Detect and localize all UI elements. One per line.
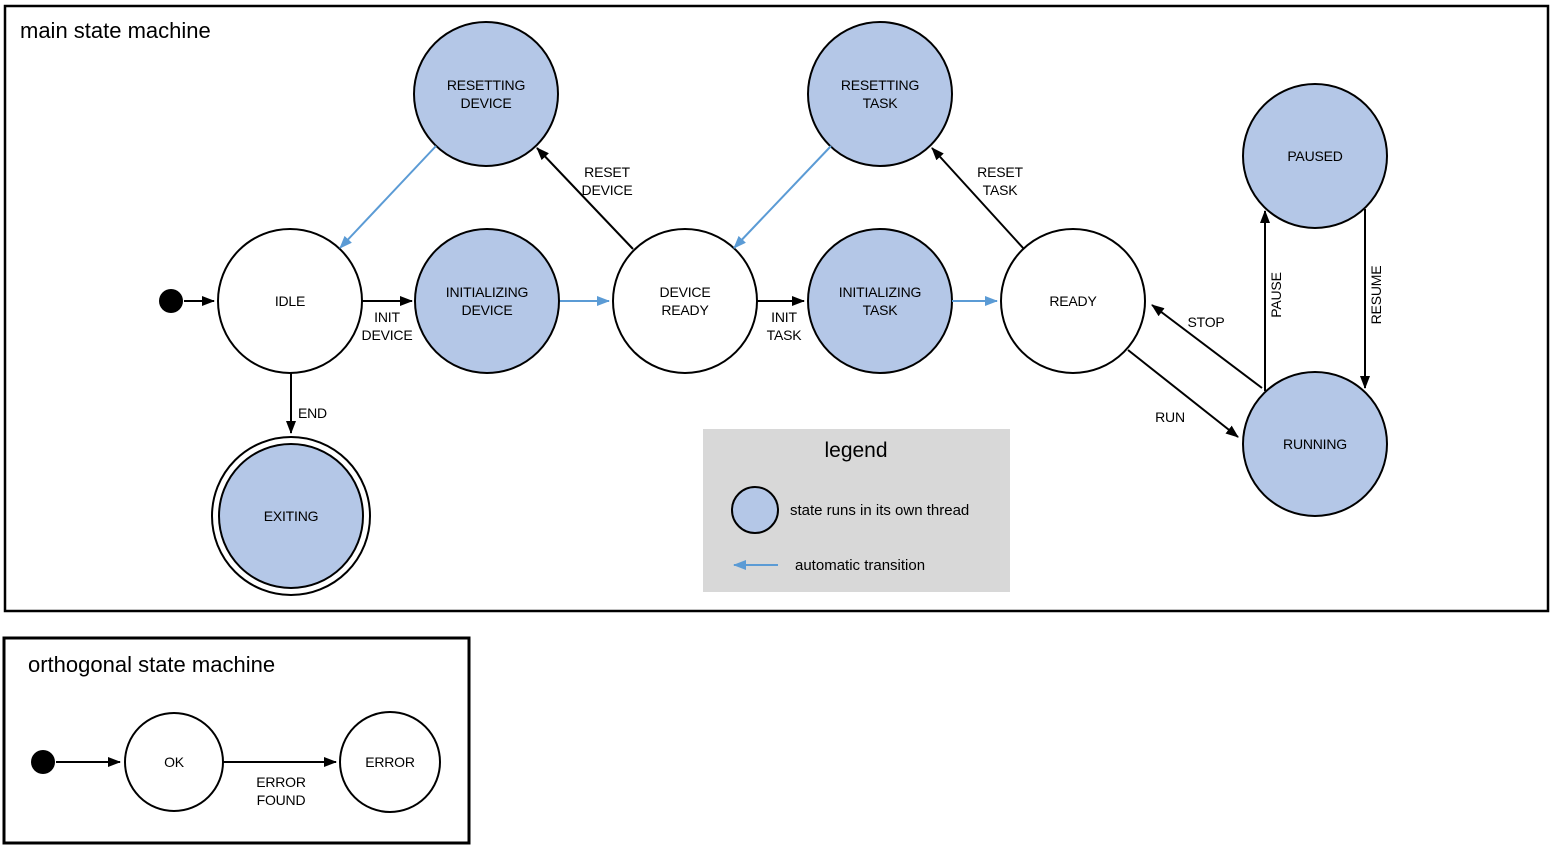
legend-item-label: automatic transition — [795, 557, 925, 574]
state-label: EXITING — [264, 508, 319, 524]
legend-title: legend — [824, 439, 887, 462]
state-initializing-device: INITIALIZING DEVICE — [414, 228, 560, 374]
state-resetting-task: RESETTING TASK — [807, 21, 953, 167]
state-circle — [339, 711, 441, 813]
transition-ready-to-running — [1127, 349, 1239, 438]
transition-label-running-to-ready: STOP — [1187, 314, 1224, 330]
thread-state-circle-icon — [731, 486, 779, 534]
state-label: DEVICE — [462, 302, 513, 318]
state-circle — [218, 443, 364, 589]
transition-label-idle-to-exiting: END — [298, 405, 327, 421]
transition-resetting-device-to-idle — [339, 145, 437, 249]
transition-label-device-ready-to-resetting-device: DEVICE — [582, 182, 633, 198]
transition-label-paused-to-running: RESUME — [1368, 266, 1384, 325]
state-ok: OK — [124, 712, 224, 812]
transition-running-to-ready — [1151, 304, 1263, 389]
transition-ready-to-resetting-task — [931, 147, 1025, 250]
state-exiting: EXITING — [211, 436, 371, 596]
transition-label-device-ready-to-initializing-task: INIT — [771, 309, 797, 325]
transition-label-idle-to-initializing-device: DEVICE — [362, 327, 413, 343]
transition-device-ready-to-resetting-device — [536, 147, 634, 250]
state-label: TASK — [863, 95, 899, 111]
state-label: ERROR — [365, 754, 415, 770]
legend: legend state runs in its own thread automa… — [703, 429, 1010, 592]
orthogonal-state-machine-title: orthogonal state machine — [28, 652, 275, 677]
state-circle — [807, 21, 953, 167]
initial-state-marker-icon — [31, 750, 55, 774]
state-device-ready: DEVICE READY — [612, 228, 758, 374]
state-label: RUNNING — [1283, 436, 1347, 452]
transition-label-ready-to-resetting-task: TASK — [983, 182, 1019, 198]
state-circle — [1000, 228, 1146, 374]
state-circle — [807, 228, 953, 374]
state-label: DEVICE — [660, 284, 711, 300]
state-circle — [1242, 83, 1388, 229]
state-circle — [1242, 371, 1388, 517]
state-initializing-task: INITIALIZING TASK — [807, 228, 953, 374]
state-label: INITIALIZING — [839, 284, 921, 300]
state-label: RESETTING — [447, 77, 525, 93]
state-idle: IDLE — [217, 228, 363, 374]
state-label: IDLE — [275, 293, 305, 309]
initial-state-marker-icon — [159, 289, 183, 313]
transition-label-device-ready-to-initializing-task: TASK — [767, 327, 803, 343]
transition-label-idle-to-initializing-device: INIT — [374, 309, 400, 325]
state-circle — [612, 228, 758, 374]
transition-label-device-ready-to-resetting-device: RESET — [584, 164, 630, 180]
transition-label-ready-to-running: RUN — [1155, 409, 1185, 425]
state-circle — [413, 21, 559, 167]
state-label: INITIALIZING — [446, 284, 528, 300]
state-label: PAUSED — [1287, 148, 1342, 164]
transition-label-running-to-paused: PAUSE — [1268, 272, 1284, 317]
state-label: READY — [661, 302, 709, 318]
state-label: RESETTING — [841, 77, 919, 93]
state-label: READY — [1049, 293, 1097, 309]
transition-label-ready-to-resetting-task: RESET — [977, 164, 1023, 180]
main-state-machine-title: main state machine — [20, 18, 211, 43]
legend-item-label: state runs in its own thread — [790, 502, 969, 519]
state-resetting-device: RESETTING DEVICE — [413, 21, 559, 167]
state-label: TASK — [863, 302, 899, 318]
state-circle — [414, 228, 560, 374]
state-paused: PAUSED — [1242, 83, 1388, 229]
state-label: OK — [164, 754, 185, 770]
state-running: RUNNING — [1242, 371, 1388, 517]
state-error: ERROR — [339, 711, 441, 813]
transition-label-ok-to-error: ERROR — [256, 774, 306, 790]
state-label: DEVICE — [461, 95, 512, 111]
transition-resetting-task-to-device-ready — [733, 145, 832, 249]
transition-label-ok-to-error: FOUND — [257, 792, 306, 808]
state-ready: READY — [1000, 228, 1146, 374]
